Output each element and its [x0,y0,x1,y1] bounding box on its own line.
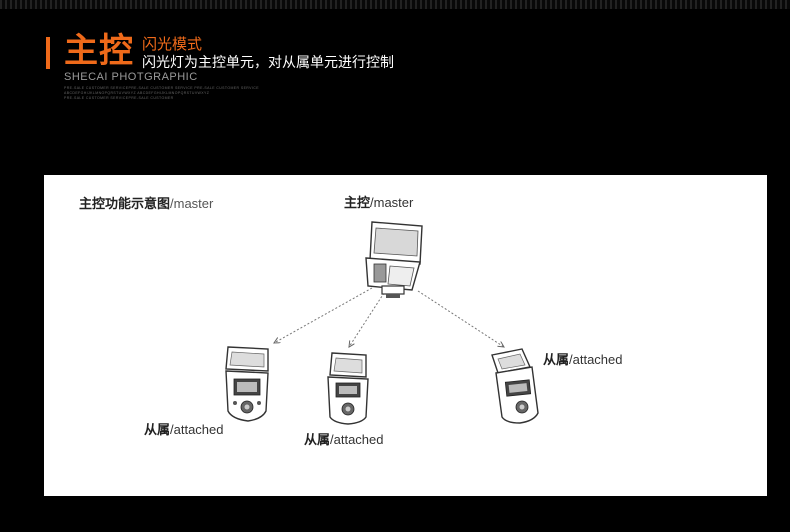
diagram-title: 主控功能示意图/master [79,196,214,211]
accent-bar [46,37,50,69]
slave-label-1: 从属/attached [144,422,224,437]
fine-print-line: ABCDEFGHIJKLMNOPQRSTUVWXYZ ABCDEFGHIJKLM… [64,91,210,95]
header: 主控 闪光模式 闪光灯为主控单元，对从属单元进行控制 SHECAI PHOTGR… [46,31,466,108]
main-title: 主控 [64,31,134,71]
mode-description: 闪光灯为主控单元，对从属单元进行控制 [142,55,394,71]
top-decorative-stripe [0,0,790,9]
signal-line-left [274,287,373,343]
slave-label-3: 从属/attached [543,352,623,367]
master-flash-icon [365,221,423,298]
diagram-illustration [225,221,539,425]
slave-label-2: 从属/attached [304,432,384,447]
mode-label: 闪光模式 [142,35,203,53]
slave-flash-2-icon [327,352,369,425]
slave-flash-3-icon [491,348,539,424]
fine-print-line: PRE-SALE CUSTOMER SERVICEPRE-SALE CUSTOM… [64,86,259,90]
master-label: 主控/master [344,195,414,210]
brand-name: SHECAI PHOTGRAPHIC [64,71,198,83]
diagram-panel: 主控功能示意图/master 主控/master 从属/attached 从属/… [44,175,767,496]
fine-print-line: PRE-SALE CUSTOMER SERVICEPRE-SALE CUSTOM… [64,96,174,100]
signal-line-right [417,290,504,347]
slave-flash-1-icon [225,346,269,422]
signal-line-middle [349,292,385,347]
